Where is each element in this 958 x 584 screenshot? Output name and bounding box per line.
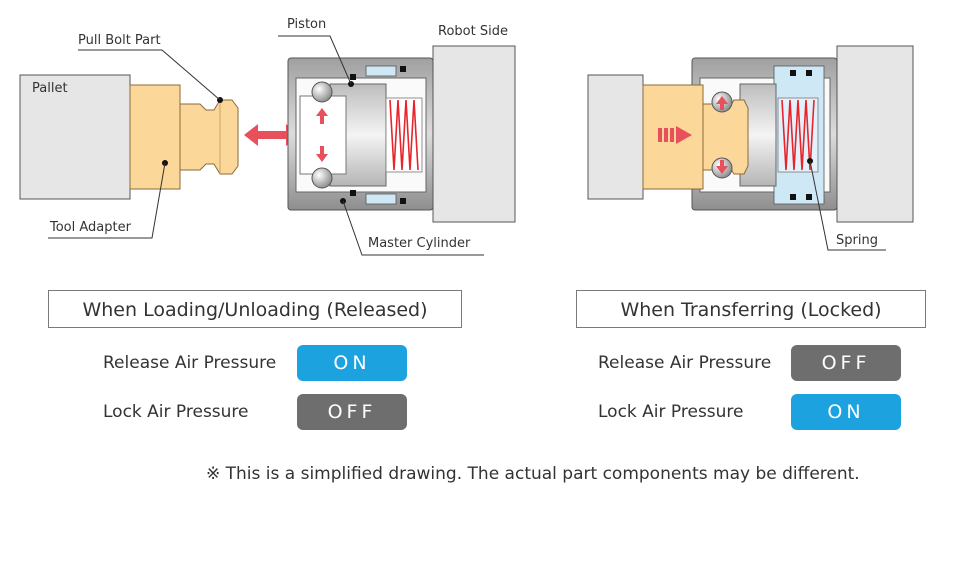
released-drawing: [19, 35, 516, 256]
pallet-block-locked: [587, 74, 644, 200]
tool-adapter-body: [129, 84, 181, 190]
released-lock-air-state: OFF: [297, 394, 407, 430]
label-tool-adapter: Tool Adapter: [50, 220, 131, 235]
simplified-drawing-note: ※ This is a simplified drawing. The actu…: [206, 464, 860, 484]
label-pull-bolt-part: Pull Bolt Part: [78, 33, 161, 48]
label-pallet: Pallet: [32, 81, 68, 96]
robot-side-block-locked: [836, 45, 914, 223]
locked-title-box: When Transferring (Locked): [576, 290, 926, 328]
spring-coil: [389, 99, 419, 171]
robot-side-block: [432, 45, 516, 223]
label-robot-side: Robot Side: [438, 24, 508, 39]
lock-ball-top: [311, 81, 333, 103]
released-release-air-state: ON: [297, 345, 407, 381]
locked-release-air-label: Release Air Pressure: [598, 353, 772, 373]
pull-bolt: [179, 99, 239, 175]
move-double-arrow: [244, 124, 300, 146]
label-piston: Piston: [287, 17, 327, 32]
lock-ball-bottom: [311, 167, 333, 189]
pallet-block: [19, 74, 131, 200]
locked-release-air-state: OFF: [791, 345, 901, 381]
label-master-cylinder: Master Cylinder: [368, 236, 471, 251]
released-title-box: When Loading/Unloading (Released): [48, 290, 462, 328]
spring-coil-locked: [781, 99, 815, 171]
released-lock-air-label: Lock Air Pressure: [103, 402, 249, 422]
insert-arrow: [676, 126, 692, 144]
label-spring: Spring: [836, 233, 878, 248]
locked-lock-air-state: ON: [791, 394, 901, 430]
locked-lock-air-label: Lock Air Pressure: [598, 402, 744, 422]
released-release-air-label: Release Air Pressure: [103, 353, 277, 373]
locked-drawing: [587, 45, 914, 251]
